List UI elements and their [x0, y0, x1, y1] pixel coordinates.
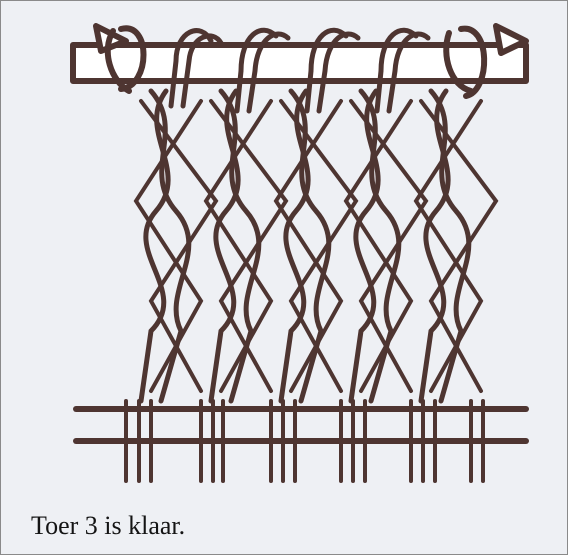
macrame-illustration: [1, 1, 568, 506]
bottom-bars: [76, 409, 526, 441]
caption: Toer 3 is klaar.: [31, 511, 185, 541]
